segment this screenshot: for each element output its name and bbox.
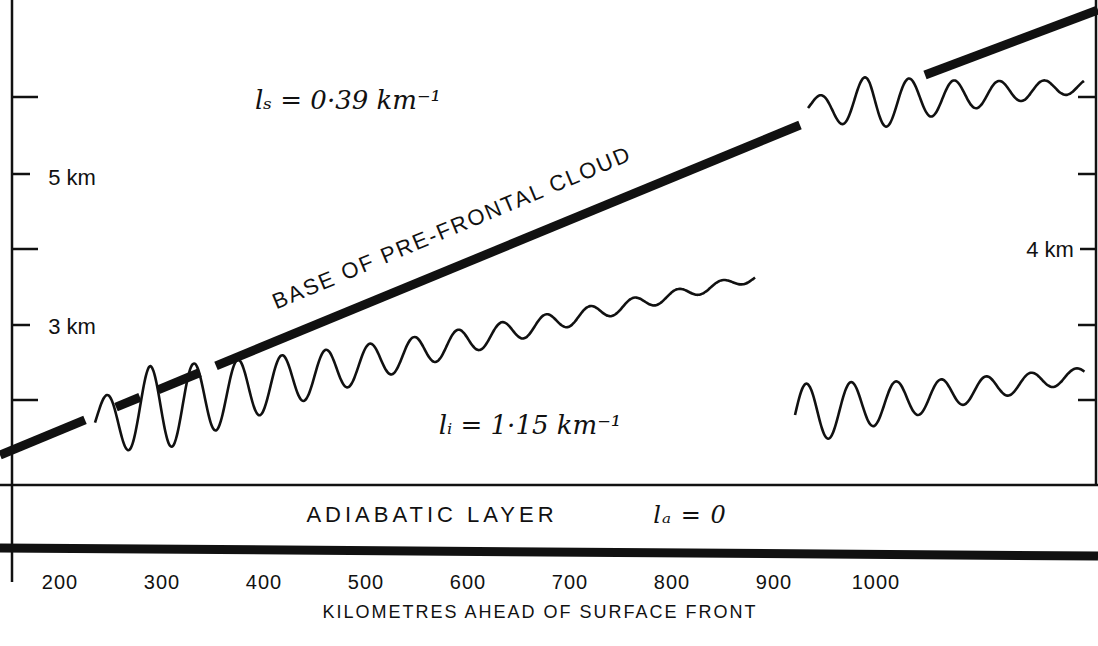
cloud-base-segment — [0, 420, 85, 455]
cloud-base-line — [0, 10, 1098, 455]
axis-tick-label: 400 — [246, 572, 282, 592]
height-label: 4 km — [1026, 239, 1074, 261]
axis-tick-label: 200 — [42, 572, 78, 592]
parameter-label: lᵢ = 1·15 km⁻¹ — [439, 412, 622, 438]
axis-tick-label: 700 — [552, 572, 588, 592]
cloud-base-segment — [158, 373, 200, 390]
axis-tick-label: 800 — [654, 572, 690, 592]
cloud-base-segment — [216, 125, 800, 366]
cloud-base-segment — [116, 397, 140, 407]
cloud-base-segment — [925, 10, 1098, 75]
axis-tick-label: 900 — [756, 572, 792, 592]
parameter-label: lₐ = 0 — [653, 503, 726, 527]
parameter-label: lₛ = 0·39 km⁻¹ — [255, 87, 441, 113]
axis-tick-label: 600 — [450, 572, 486, 592]
height-label: 3 km — [48, 316, 96, 338]
axis-tick-label: 500 — [348, 572, 384, 592]
axis-tick-label: 300 — [144, 572, 180, 592]
layer-name: ADIABATIC LAYER — [306, 504, 557, 526]
height-label: 5 km — [48, 167, 96, 189]
adiabatic-band: ADIABATIC LAYER lₐ = 0 — [0, 487, 1098, 543]
axis-title: KILOMETRES AHEAD OF SURFACE FRONT — [322, 603, 757, 621]
wave-trains — [95, 77, 1085, 450]
wave-train — [795, 368, 1085, 438]
wave-train — [95, 278, 755, 451]
axis-tick-label: 1000 — [852, 572, 901, 592]
cloud-base-label: BASE OF PRE-FRONTAL CLOUD — [269, 143, 635, 313]
frame — [0, 0, 1098, 582]
wave-train — [808, 77, 1084, 126]
